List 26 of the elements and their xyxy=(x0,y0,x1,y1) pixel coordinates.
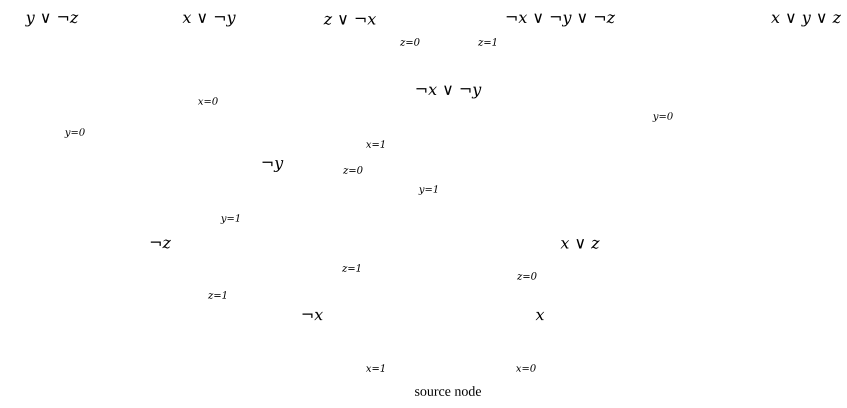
assignment-label: y=1 xyxy=(418,185,438,195)
assignment-label: z=1 xyxy=(208,291,226,299)
assignment-label: x=0 xyxy=(516,364,536,372)
clause-label: ¬x xyxy=(302,312,323,320)
assignment-label: z=0 xyxy=(516,272,536,280)
assignment-label: y=0 xyxy=(652,112,673,122)
assignment-label: y=1 xyxy=(220,214,240,224)
assignment-label: y=0 xyxy=(64,128,85,138)
clause-label: x ∨ ¬y xyxy=(182,14,236,26)
caption-text: source node xyxy=(415,386,482,396)
clause-label: ¬z xyxy=(150,239,171,249)
assignment-label: z=0 xyxy=(400,38,420,46)
assignment-label: x=1 xyxy=(366,140,384,148)
assignment-label: z=0 xyxy=(342,166,362,174)
clause-label: ¬y xyxy=(262,160,284,172)
assignment-label: x=1 xyxy=(366,364,384,372)
clause-label: x xyxy=(536,312,544,320)
assignment-label: x=0 xyxy=(198,97,218,105)
clause-label: ¬x ∨ ¬y xyxy=(416,86,482,98)
clause-label: x ∨ y ∨ z xyxy=(771,14,842,26)
clause-label: y ∨ ¬z xyxy=(25,14,78,26)
clause-label: ¬x ∨ ¬y ∨ ¬z xyxy=(506,14,616,26)
clause-label: z ∨ ¬x xyxy=(324,15,376,25)
clause-label: x ∨ z xyxy=(560,239,600,249)
assignment-label: z=1 xyxy=(478,38,496,46)
assignment-label: z=1 xyxy=(342,264,360,272)
